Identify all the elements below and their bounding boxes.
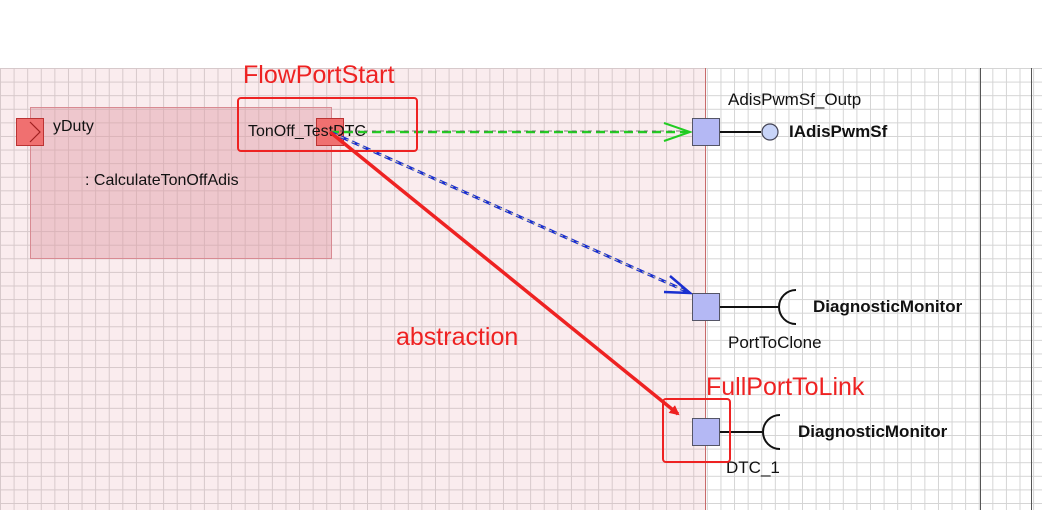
part-name: : CalculateTonOffAdis [85, 172, 239, 189]
clone-connector-inner [329, 131, 689, 293]
port-label: AdisPwmSf_Outp [728, 90, 862, 109]
required-interface-socket-icon [778, 289, 797, 325]
required-interface-socket-icon [762, 414, 781, 450]
interface-label: DiagnosticMonitor [813, 297, 963, 316]
input-port-chevron-icon [29, 121, 41, 143]
clone-port[interactable] [692, 293, 720, 321]
part-block[interactable] [30, 107, 332, 259]
flow-arrowhead-icon [663, 122, 694, 142]
port-label: PortToClone [728, 333, 822, 352]
provided-interface-lollipop-icon [761, 123, 779, 141]
flow-port-start-highlight [237, 97, 418, 152]
abstraction-arrow[interactable] [328, 130, 680, 416]
full-port-highlight [662, 398, 731, 463]
interface-label: DiagnosticMonitor [798, 422, 948, 441]
flow-port-start-annotation: FlowPortStart [243, 61, 395, 89]
port-label: DTC_1 [726, 458, 780, 477]
interface-label: IAdisPwmSf [789, 122, 888, 141]
abstraction-annotation: abstraction [396, 323, 519, 351]
full-port[interactable] [692, 418, 720, 446]
provided-port[interactable] [692, 118, 720, 146]
input-port-label: yDuty [53, 118, 94, 135]
clone-arrowhead-icon [663, 275, 694, 295]
swimlane-divider [980, 68, 981, 510]
swimlane-divider [1031, 68, 1032, 510]
full-port-to-link-annotation: FullPortToLink [706, 373, 865, 401]
